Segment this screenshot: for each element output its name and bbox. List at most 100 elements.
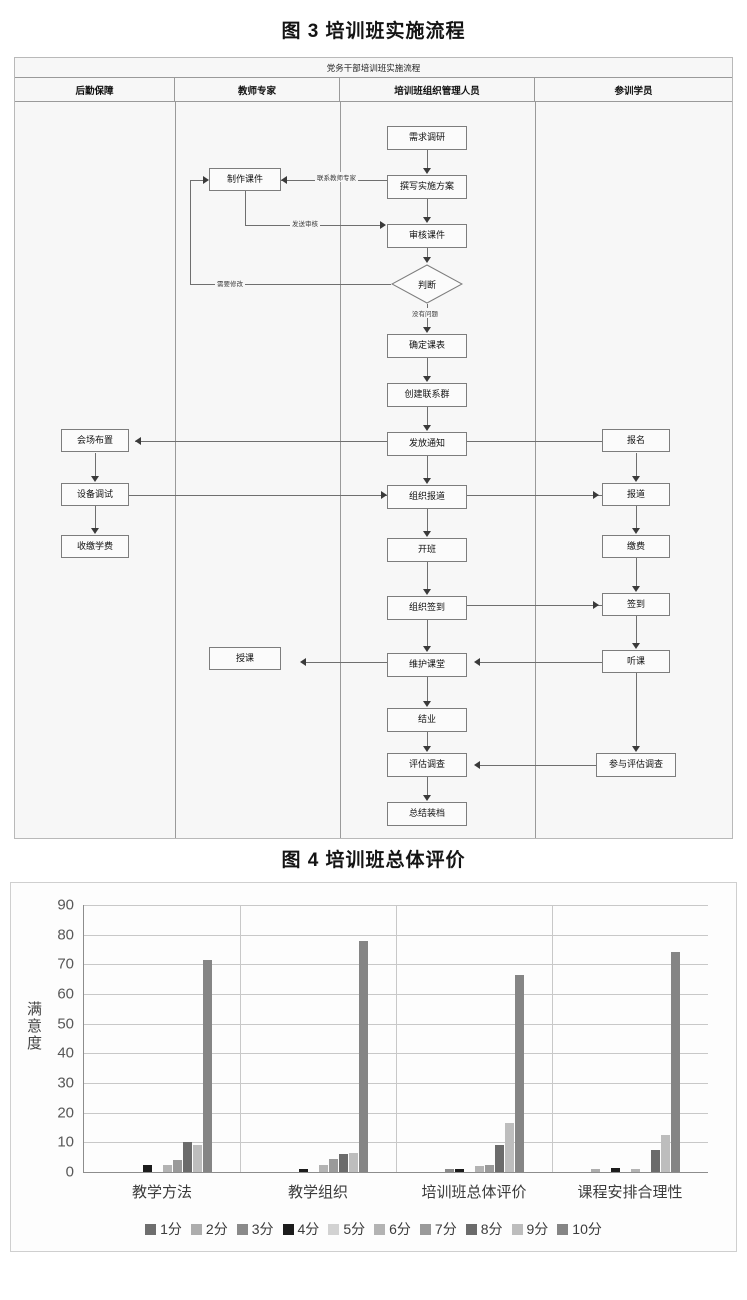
chart-legend-item[interactable]: 2分 [190,1219,228,1239]
lane-header-teachers: 教师专家 [175,78,340,101]
arrow-equipment-to-report [381,491,387,499]
chart-legend-swatch [328,1223,340,1235]
node-equipment-test[interactable]: 设备调试 [61,483,129,506]
arrow-demand-to-plan [423,168,431,174]
chart-x-tick: 教学组织 [287,1184,348,1201]
chart-bar [660,1134,670,1172]
chart-legend-item[interactable]: 10分 [557,1219,602,1239]
chart-legend-swatch [282,1223,294,1235]
chart-legend-swatch [419,1223,431,1235]
chart-legend-label: 9分 [526,1221,549,1237]
edge-judge-revise-v [190,180,191,284]
chart-legend-label: 7分 [434,1221,457,1237]
node-review-courseware[interactable]: 审核课件 [387,224,467,248]
edge-notice-to-venue [135,441,387,442]
edge-survey-to-archive [427,777,428,795]
node-venue-setup[interactable]: 会场布置 [61,429,129,452]
chart-legend-label: 5分 [343,1221,366,1237]
arrow-report-to-open [423,531,431,537]
chart-legend-item[interactable]: 3分 [236,1219,274,1239]
node-confirm-schedule[interactable]: 确定课表 [387,334,467,358]
arrow-review-to-judge [423,257,431,263]
node-create-group[interactable]: 创建联系群 [387,383,467,407]
edge-attend-to-classroom [477,662,602,663]
edge-classroom-to-finish [427,677,428,701]
lane-header-logistics: 后勤保障 [15,78,175,101]
chart-bar [338,1154,348,1172]
node-organize-signin[interactable]: 组织签到 [387,596,467,620]
chart-bar-group: 课程安排合理性 [552,905,708,1201]
chart-bar [318,1164,328,1172]
chart-y-tick: 0 [65,1163,74,1181]
chart-bar [142,1164,152,1172]
chart-legend-item[interactable]: 9分 [511,1219,549,1239]
node-judge-decision[interactable]: 判断 [391,264,463,304]
node-signup[interactable]: 报名 [602,429,670,452]
chart-legend-item[interactable]: 5分 [328,1219,365,1239]
chart-legend-label: 3分 [251,1221,274,1237]
lane-divider-1 [175,102,176,838]
chart-category-divider [396,905,397,1172]
node-graduation[interactable]: 结业 [387,708,467,732]
node-maintain-class[interactable]: 维护课堂 [387,653,467,677]
edge-pay-to-signin [636,558,637,586]
chart-bar [358,940,368,1172]
node-lecture[interactable]: 授课 [209,647,281,670]
node-issue-notice[interactable]: 发放通知 [387,432,467,456]
chart-bar [298,1169,308,1172]
edge-notice-to-signup [467,441,602,442]
node-evaluation-survey[interactable]: 评估调查 [387,753,467,777]
chart-bar [590,1169,600,1172]
node-join-survey[interactable]: 参与评估调查 [596,753,676,777]
chart-legend-item[interactable]: 8分 [465,1219,503,1239]
arrow-notice-to-venue [135,437,141,445]
node-attend-class[interactable]: 听课 [602,650,670,673]
figure3-title: 图 3 培训班实施流程 [281,21,466,42]
edge-joinsurvey-to-survey [477,765,596,766]
node-collect-fees[interactable]: 收缴学费 [61,535,129,558]
arrow-equipment-to-fees [91,528,99,534]
chart-y-tick: 50 [57,1015,74,1033]
chart-bar [172,1160,182,1172]
edge-equipment-to-fees [95,506,96,528]
chart-legend-label: 6分 [389,1221,411,1237]
chart-legend-item[interactable]: 4分 [282,1219,319,1239]
chart-bar [454,1169,464,1172]
chart-legend-swatch [557,1223,569,1235]
edge-report-to-open [427,509,428,531]
edge-attend-to-joinsurvey [636,673,637,746]
chart-legend-swatch [465,1223,477,1235]
lane-header-trainees: 参训学员 [614,85,653,97]
edge-open-to-signin [427,562,428,589]
arrow-judge-to-schedule [423,327,431,333]
chart-legend: 1分 2分 3分 4分 5分 6分 7分 8分 9分 10分 [11,1219,736,1239]
chart-legend-item[interactable]: 6分 [374,1219,411,1239]
node-open-class[interactable]: 开班 [387,538,467,562]
chart-legend-item[interactable]: 1分 [145,1219,182,1239]
node-summary-archive[interactable]: 总结装档 [387,802,467,826]
arrow-venue-to-equipment [91,476,99,482]
chart-legend-swatch [374,1223,386,1235]
node-signin[interactable]: 签到 [602,593,670,616]
chart-legend-label: 2分 [205,1221,228,1237]
edge-equipment-to-report [129,495,387,496]
edge-signin-to-classroom [427,620,428,646]
chart-legend-item[interactable]: 7分 [419,1219,457,1239]
node-demand-research[interactable]: 需求调研 [387,126,467,150]
node-pay-fees[interactable]: 缴费 [602,535,670,558]
edge-label-no-problem: 没有问题 [410,308,440,318]
arrow-schedule-to-group [423,376,431,382]
chart-bar [484,1164,494,1172]
edge-demand-to-plan [427,150,428,169]
node-report-in[interactable]: 报道 [602,483,670,506]
arrow-classroom-to-lecture [300,658,306,666]
edge-finish-to-survey [427,732,428,746]
node-write-plan[interactable]: 撰写实施方案 [387,175,467,199]
chart-bar-group: 培训班总体评价 [396,905,552,1201]
node-make-courseware[interactable]: 制作课件 [209,168,281,191]
node-organize-report[interactable]: 组织报道 [387,485,467,509]
arrow-joinsurvey-to-survey [474,761,480,769]
arrow-classroom-to-finish [423,701,431,707]
chart-bar-group: 教学组织 [240,905,396,1201]
